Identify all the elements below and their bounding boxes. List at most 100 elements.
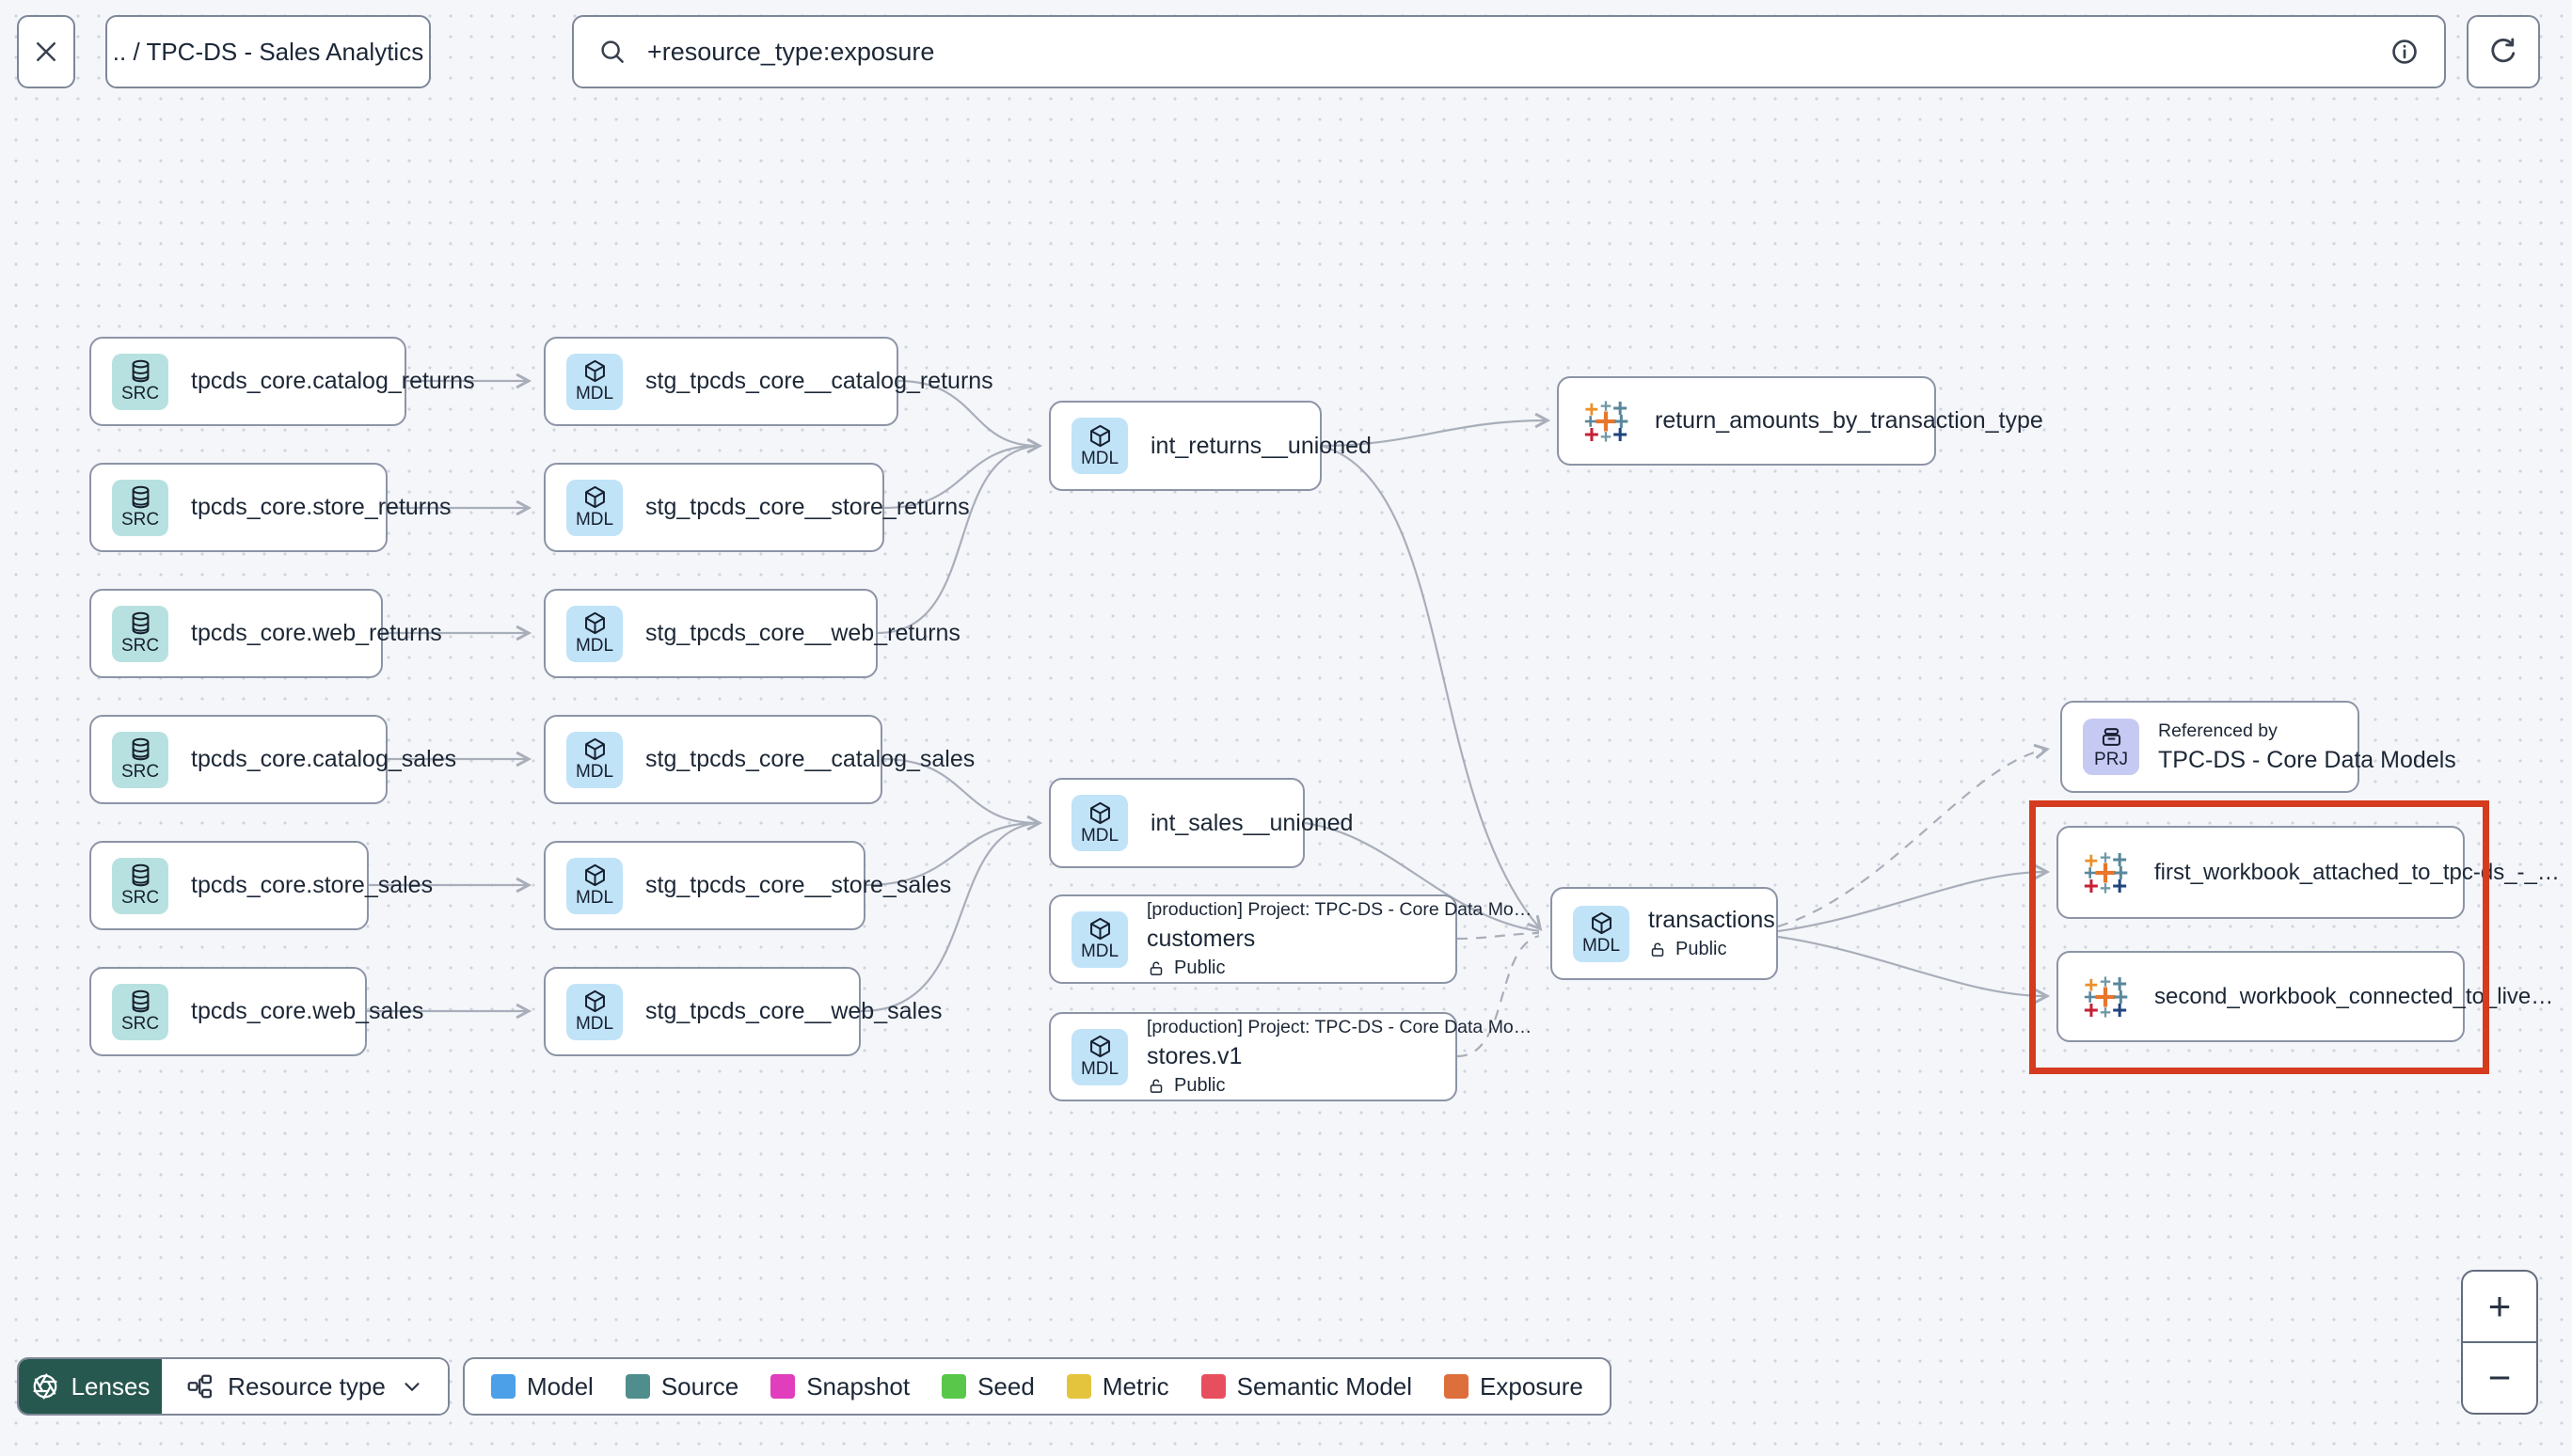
node-label: stg_tpcds_core__web_sales — [645, 998, 943, 1024]
node-label: tpcds_core.catalog_returns — [191, 368, 475, 394]
node-exposure-first-workbook[interactable]: first_workbook_attached_to_tpc-ds_-_… — [2056, 826, 2560, 919]
model-badge: MDL — [1072, 910, 1128, 968]
cube-icon — [1089, 424, 1110, 447]
zoom-in-button[interactable]: + — [2487, 1284, 2512, 1328]
zoom-out-button[interactable]: − — [2463, 1341, 2536, 1413]
node-label: transactions — [1648, 907, 1775, 933]
lock-open-icon — [1150, 1078, 1163, 1093]
node-source-tpcds-core-catalog-returns[interactable]: SRC tpcds_core.catalog_returns — [89, 337, 475, 426]
cube-icon — [584, 611, 605, 635]
node-model-transactions[interactable]: MDL transactions Public — [1550, 887, 1778, 980]
resource-type-legend: Model Source Snapshot Seed Metric Semant… — [463, 1357, 1611, 1416]
node-model-stg-catalog-sales[interactable]: MDL stg_tpcds_core__catalog_sales — [544, 715, 975, 804]
node-model-int-sales-unioned[interactable]: MDL int_sales__unioned — [1049, 778, 1353, 868]
search-bar[interactable] — [572, 15, 2446, 88]
database-icon — [132, 737, 149, 761]
cube-icon — [1089, 801, 1110, 824]
database-icon — [132, 863, 149, 887]
node-model-int-returns-unioned[interactable]: MDL int_returns__unioned — [1049, 401, 1372, 491]
legend-item-exposure: Exposure — [1444, 1372, 1583, 1401]
cube-icon — [584, 863, 605, 887]
cube-icon — [584, 359, 605, 383]
model-badge: MDL — [1573, 905, 1629, 962]
node-label: tpcds_core.store_sales — [191, 872, 434, 898]
node-label: tpcds_core.web_sales — [191, 998, 424, 1024]
model-badge: MDL — [566, 605, 623, 662]
node-access: Public — [1147, 957, 1532, 979]
node-label: return_amounts_by_transaction_type — [1655, 407, 2043, 434]
legend-swatch — [770, 1374, 796, 1399]
node-exposure-return-amounts[interactable]: return_amounts_by_transaction_type — [1557, 376, 2043, 466]
refresh-button[interactable] — [2467, 15, 2540, 88]
node-model-stg-catalog-returns[interactable]: MDL stg_tpcds_core__catalog_returns — [544, 337, 993, 426]
node-model-customers[interactable]: MDL [production] Project: TPC-DS - Core … — [1049, 894, 1532, 984]
node-label: stg_tpcds_core__store_sales — [645, 872, 952, 898]
legend-item-seed: Seed — [942, 1372, 1035, 1401]
node-access: Public — [1648, 939, 1775, 960]
source-badge: SRC — [112, 731, 168, 788]
info-icon[interactable] — [2389, 37, 2420, 67]
source-badge: SRC — [112, 605, 168, 662]
model-badge: MDL — [566, 353, 623, 410]
breadcrumb[interactable]: .. / TPC-DS - Sales Analytics — [105, 15, 431, 88]
node-label: stores.v1 — [1147, 1043, 1243, 1069]
database-icon — [132, 485, 149, 509]
legend-swatch — [625, 1374, 650, 1399]
lenses-label: Lenses — [71, 1371, 151, 1401]
close-button[interactable] — [17, 15, 75, 88]
node-source-tpcds-core-store-returns[interactable]: SRC tpcds_core.store_returns — [89, 463, 452, 552]
zoom-controls: + − — [2461, 1270, 2538, 1415]
cube-icon — [584, 737, 605, 761]
node-label: tpcds_core.web_returns — [191, 620, 442, 646]
node-model-stg-web-returns[interactable]: MDL stg_tpcds_core__web_returns — [544, 589, 961, 678]
node-label: stg_tpcds_core__catalog_sales — [645, 746, 976, 772]
cube-icon — [584, 485, 605, 509]
refresh-icon — [2491, 38, 2516, 63]
project-badge: PRJ — [2083, 719, 2139, 775]
node-model-stg-store-sales[interactable]: MDL stg_tpcds_core__store_sales — [544, 841, 951, 930]
node-referenced-by-project[interactable]: PRJ Referenced by TPC-DS - Core Data Mod… — [2060, 701, 2456, 793]
legend-swatch — [1066, 1374, 1091, 1399]
node-exposure-second-workbook[interactable]: second_workbook_connected_to_live… — [2056, 951, 2553, 1042]
search-icon — [601, 40, 624, 63]
node-label: stg_tpcds_core__catalog_returns — [645, 368, 993, 394]
node-label: int_sales__unioned — [1151, 809, 1354, 836]
lenses-button[interactable]: Lenses — [19, 1359, 162, 1414]
model-badge: MDL — [1072, 1028, 1128, 1085]
cube-icon — [1591, 911, 1611, 935]
archive-icon — [2102, 727, 2120, 746]
node-label: TPC-DS - Core Data Models — [2158, 746, 2456, 773]
source-badge: SRC — [112, 353, 168, 410]
node-source-tpcds-core-catalog-sales[interactable]: SRC tpcds_core.catalog_sales — [89, 715, 456, 804]
model-badge: MDL — [566, 479, 623, 536]
legend-swatch — [942, 1374, 967, 1399]
source-badge: SRC — [112, 479, 168, 536]
legend-item-semantic-model: Semantic Model — [1200, 1372, 1412, 1401]
node-source-tpcds-core-web-sales[interactable]: SRC tpcds_core.web_sales — [89, 967, 423, 1056]
node-model-stg-web-sales[interactable]: MDL stg_tpcds_core__web_sales — [544, 967, 942, 1056]
database-icon — [132, 611, 149, 635]
node-label: stg_tpcds_core__store_returns — [645, 494, 970, 520]
legend-item-source: Source — [625, 1372, 738, 1401]
source-badge: SRC — [112, 857, 168, 914]
resource-type-dropdown[interactable]: Resource type — [162, 1359, 448, 1414]
cube-icon — [1089, 1035, 1110, 1058]
close-icon — [37, 42, 56, 61]
cube-icon — [1089, 917, 1110, 941]
breadcrumb-label: .. / TPC-DS - Sales Analytics — [112, 37, 424, 66]
chevron-down-icon — [405, 1383, 420, 1391]
tableau-icon — [1584, 400, 1628, 442]
search-input[interactable] — [645, 36, 2371, 68]
node-access: Public — [1147, 1075, 1532, 1097]
node-source-tpcds-core-web-returns[interactable]: SRC tpcds_core.web_returns — [89, 589, 442, 678]
node-model-stores-v1[interactable]: MDL [production] Project: TPC-DS - Core … — [1049, 1012, 1532, 1101]
node-label: customers — [1147, 926, 1256, 952]
node-source-tpcds-core-store-sales[interactable]: SRC tpcds_core.store_sales — [89, 841, 433, 930]
model-badge: MDL — [566, 983, 623, 1040]
node-model-stg-store-returns[interactable]: MDL stg_tpcds_core__store_returns — [544, 463, 970, 552]
lock-open-icon — [1651, 942, 1664, 957]
source-badge: SRC — [112, 983, 168, 1040]
legend-swatch — [1444, 1374, 1469, 1399]
